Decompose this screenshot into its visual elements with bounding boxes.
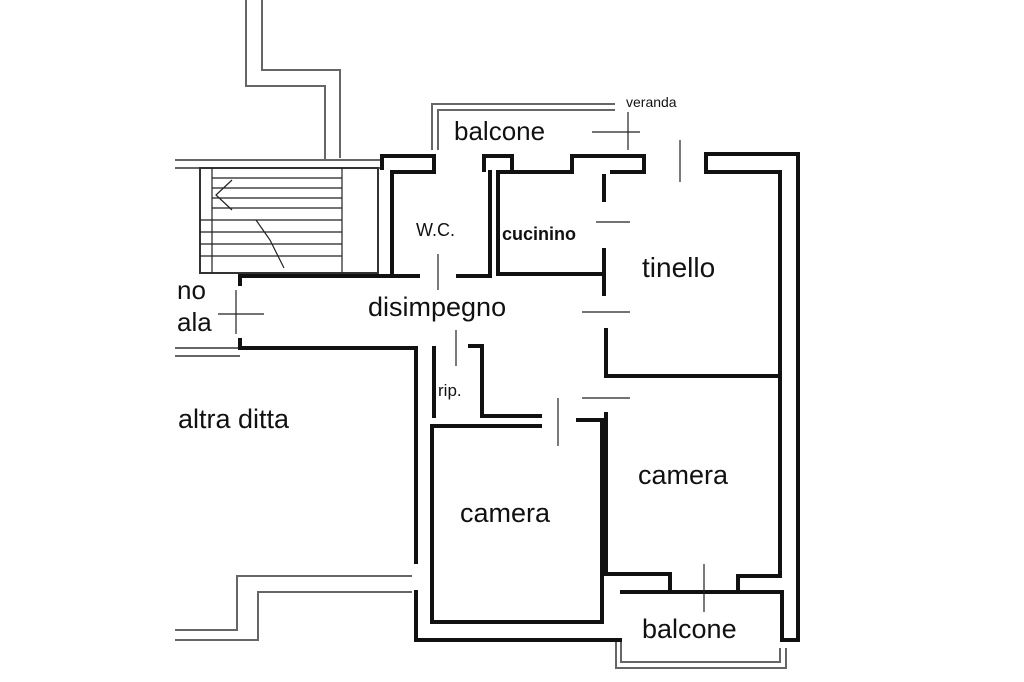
label-cucinino: cucinino [502, 224, 576, 244]
label-stair-line2: ala [177, 307, 212, 337]
label-disimpegno: disimpegno [368, 292, 506, 322]
label-veranda: veranda [626, 94, 677, 110]
staircase [199, 167, 379, 274]
door-marks [218, 112, 705, 612]
label-tinello: tinello [642, 252, 715, 283]
label-balcone-top: balcone [454, 116, 545, 146]
label-altra-ditta: altra ditta [178, 404, 290, 434]
label-camera-left: camera [460, 498, 551, 528]
label-camera-right: camera [638, 460, 729, 490]
main-walls [238, 152, 800, 642]
label-balcone-bottom: balcone [642, 614, 737, 644]
adjacent-building-outlines [175, 0, 787, 669]
label-rip: rip. [438, 381, 462, 400]
label-wc: W.C. [416, 220, 455, 240]
label-stair-line1: no [177, 275, 206, 305]
